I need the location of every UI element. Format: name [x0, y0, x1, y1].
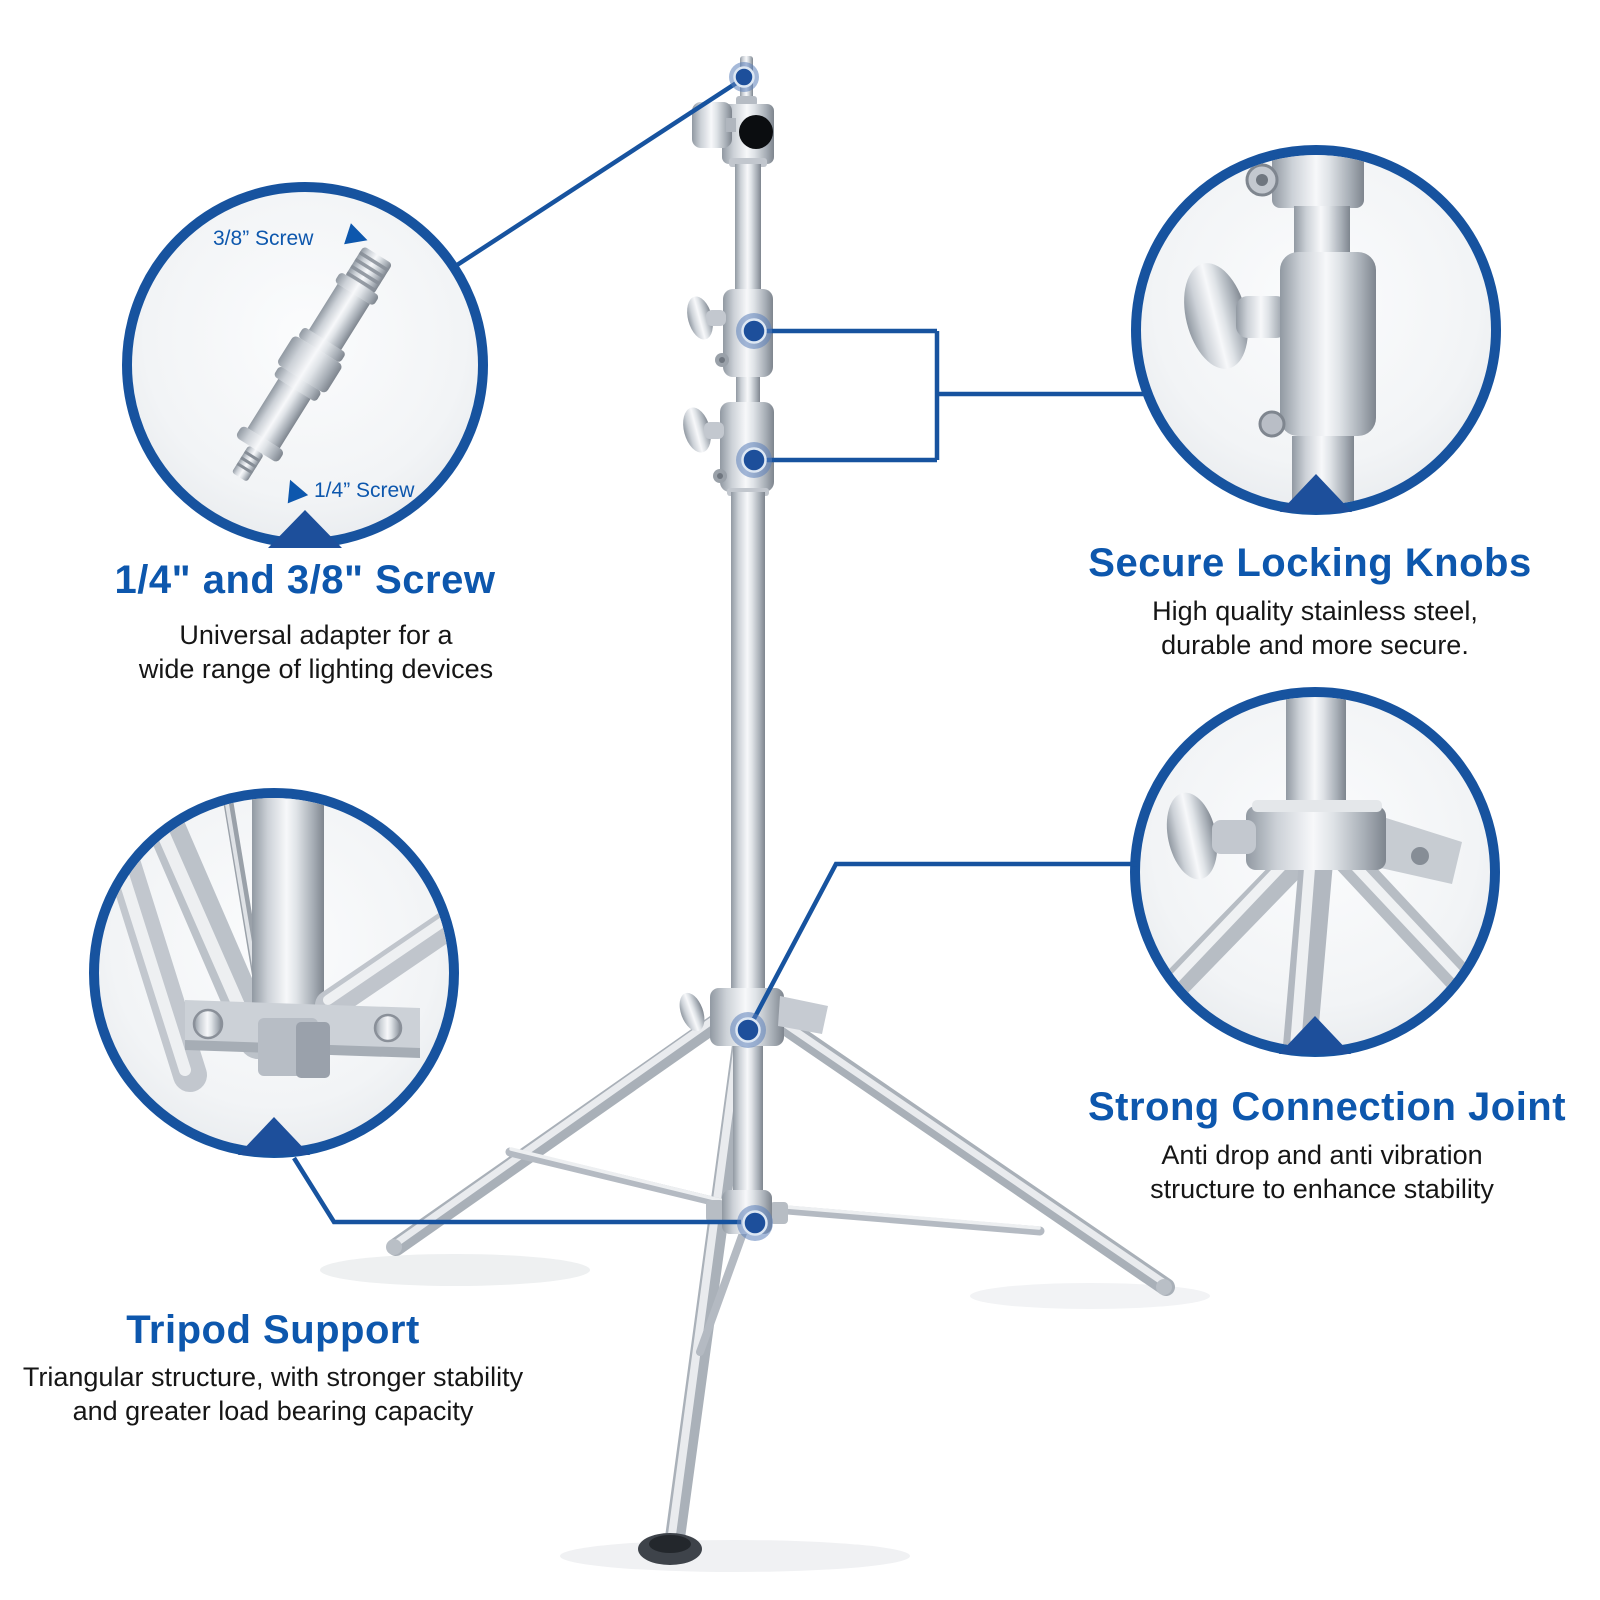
connection-joint-description: Anti drop and anti vibration structure t… — [1150, 1138, 1494, 1206]
line-to-connection-joint — [746, 861, 1137, 1032]
screw-adapter-description: Universal adapter for a wide range of li… — [139, 618, 493, 686]
screw-adapter-photo — [232, 247, 392, 481]
bracket-to-locking-knobs — [754, 328, 1150, 463]
target-dot-top-stud — [729, 62, 759, 92]
callout-circle-screw-adapter — [122, 182, 488, 548]
target-dot-connection-joint — [730, 1012, 766, 1048]
line-to-tripod-base — [292, 1156, 741, 1225]
screw-adapter-heading: 1/4" and 3/8" Screw — [114, 558, 496, 602]
screw-adapter-description-line2: wide range of lighting devices — [138, 654, 494, 684]
callout-circle-locking-knobs — [1131, 145, 1501, 515]
callout-notch — [268, 510, 342, 548]
tripod-support-description-line1: Triangular structure, with stronger stab… — [22, 1362, 524, 1392]
callout-notch — [238, 1117, 310, 1155]
locking-knobs-description: High quality stainless steel, durable an… — [1152, 594, 1478, 662]
tripod-support-description: Triangular structure, with stronger stab… — [23, 1360, 523, 1428]
locking-knobs-description-line1: High quality stainless steel, — [1152, 596, 1478, 626]
target-markers — [729, 62, 773, 1241]
locking-knobs-heading: Secure Locking Knobs — [1088, 541, 1532, 585]
light-stand-illustration — [386, 56, 1175, 1565]
connection-joint-description-line2: structure to enhance stability — [1150, 1174, 1494, 1204]
connection-joint-description-line1: Anti drop and anti vibration — [1161, 1140, 1483, 1170]
tripod-support-description-line2: and greater load bearing capacity — [72, 1396, 474, 1426]
callout-circle-connection-joint — [1130, 687, 1500, 1057]
tripod-support-heading: Tripod Support — [126, 1308, 420, 1352]
label-1-4-screw: 1/4” Screw — [314, 479, 415, 502]
locking-knobs-description-line2: durable and more secure. — [1161, 630, 1469, 660]
target-dot-tripod-base — [737, 1205, 773, 1241]
connection-joint-photo — [1145, 698, 1485, 1047]
locking-knob-photo — [1184, 155, 1376, 505]
callout-notch — [1280, 474, 1352, 512]
callout-lines — [292, 76, 1150, 1225]
target-dot-lower-knob — [736, 442, 772, 478]
callout-circle-tripod-support — [89, 788, 459, 1158]
line-to-top-stud — [452, 76, 746, 269]
connection-joint-heading: Strong Connection Joint — [1087, 1085, 1567, 1129]
screw-adapter-description-line1: Universal adapter for a — [179, 620, 453, 650]
target-dot-upper-knob — [736, 313, 772, 349]
label-3-8-screw: 3/8” Screw — [213, 227, 314, 250]
callout-notch — [1279, 1016, 1351, 1054]
